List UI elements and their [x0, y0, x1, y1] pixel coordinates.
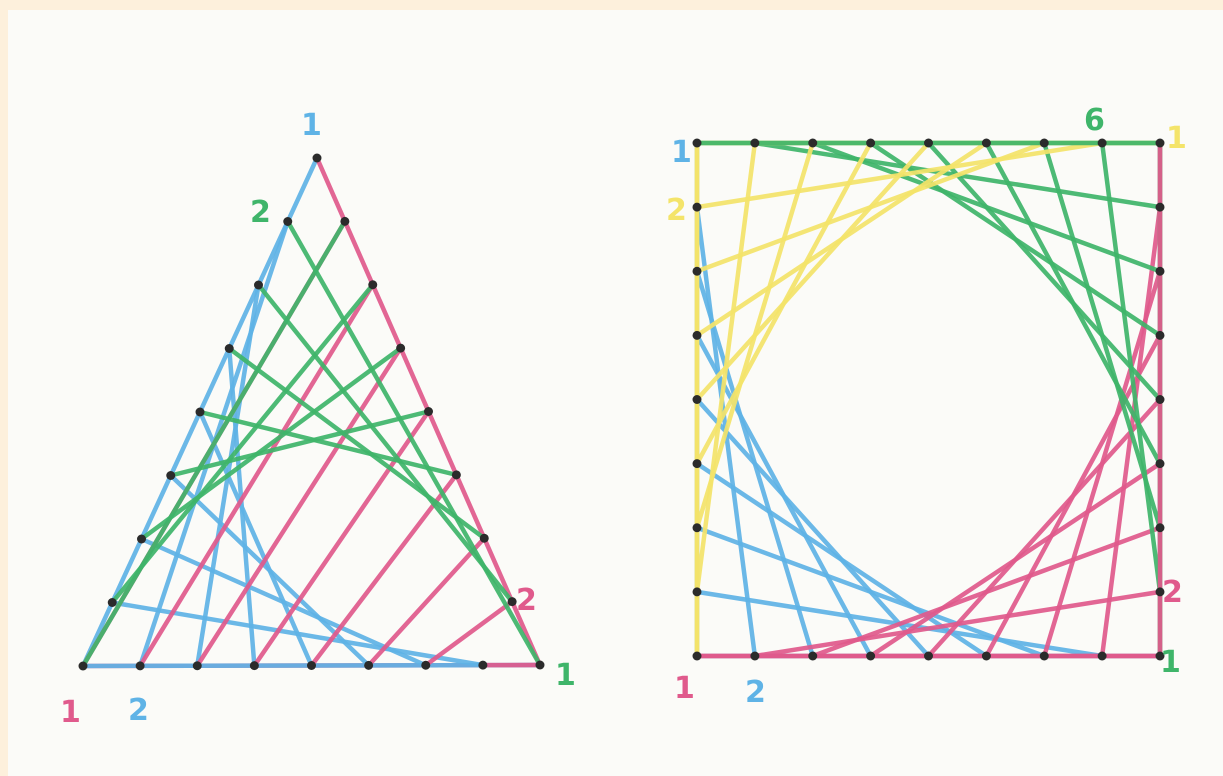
sq-label-left-second: 2 — [666, 193, 687, 228]
tri-label-left-second: 2 — [250, 195, 271, 230]
sq-label-bottom-right: 1 — [1160, 645, 1181, 680]
sq-yellow-thread — [697, 143, 929, 400]
tri-label-bottom-right: 1 — [555, 658, 576, 693]
sq-nail — [693, 331, 702, 340]
sq-nail — [693, 267, 702, 276]
tri-blue-thread — [112, 603, 483, 666]
sq-nail — [982, 652, 991, 661]
tri-pink-thread — [426, 602, 512, 666]
threads — [83, 143, 1160, 666]
tri-nail — [340, 217, 349, 226]
sq-nail — [808, 652, 817, 661]
tri-nail — [225, 344, 234, 353]
tri-label-apex: 1 — [301, 108, 322, 143]
tri-pink-thread — [369, 538, 485, 665]
sq-nail — [693, 523, 702, 532]
sq-blue-thread — [697, 400, 929, 657]
sq-nail — [1156, 459, 1165, 468]
sq-nail — [808, 139, 817, 148]
tri-nail — [254, 281, 263, 290]
sq-label-bottom-second: 2 — [745, 675, 766, 710]
sq-label-top-left: 1 — [671, 135, 692, 170]
sq-nail — [1156, 203, 1165, 212]
tri-nail — [452, 470, 461, 479]
tri-nail — [108, 598, 117, 607]
sq-nail — [924, 139, 933, 148]
tri-nail — [307, 661, 316, 670]
sq-nail — [1156, 139, 1165, 148]
tri-nail — [536, 661, 545, 670]
sq-nail — [750, 652, 759, 661]
tri-label-bottom-second: 2 — [128, 693, 149, 728]
sq-label-bottom-left: 1 — [674, 671, 695, 706]
tri-nail — [424, 407, 433, 416]
sq-label-right-second: 2 — [1162, 575, 1183, 610]
tri-nail — [193, 661, 202, 670]
sq-label-top-right: 1 — [1166, 121, 1187, 156]
tri-nail — [137, 535, 146, 544]
tri-nail — [480, 534, 489, 543]
tri-label-right-pink-end: 2 — [516, 583, 537, 618]
tri-nail — [79, 662, 88, 671]
sq-nail — [693, 652, 702, 661]
tri-nail — [364, 661, 373, 670]
sq-nail — [1156, 523, 1165, 532]
sq-label-top-green: 6 — [1084, 103, 1105, 138]
sq-nail — [1098, 652, 1107, 661]
sq-nail — [693, 459, 702, 468]
tri-nail — [478, 661, 487, 670]
sq-nail — [693, 587, 702, 596]
tri-nail — [368, 280, 377, 289]
tri-green-thread — [229, 349, 484, 539]
sq-nail — [1098, 139, 1107, 148]
tri-nail — [166, 471, 175, 480]
tri-nail — [421, 661, 430, 670]
tri-nail — [250, 661, 259, 670]
sq-pink-thread — [929, 400, 1161, 657]
sq-nail — [1156, 267, 1165, 276]
sq-nail — [750, 139, 759, 148]
sq-nail — [866, 139, 875, 148]
sq-nail — [693, 139, 702, 148]
sq-nail — [693, 395, 702, 404]
tri-nail — [396, 344, 405, 353]
tri-nail — [196, 408, 205, 417]
sq-nail — [924, 652, 933, 661]
sq-nail — [1040, 652, 1049, 661]
sq-nail — [866, 652, 875, 661]
tri-nail — [136, 661, 145, 670]
tri-label-bottom-left: 1 — [60, 695, 81, 730]
sq-yellow-thread — [697, 143, 871, 464]
sq-nail — [1040, 139, 1049, 148]
sq-green-thread — [929, 143, 1161, 400]
tri-nail — [313, 154, 322, 163]
sq-nail — [1156, 395, 1165, 404]
tri-nail — [283, 217, 292, 226]
sq-nail — [693, 203, 702, 212]
sq-nail — [1156, 331, 1165, 340]
sq-nail — [982, 139, 991, 148]
